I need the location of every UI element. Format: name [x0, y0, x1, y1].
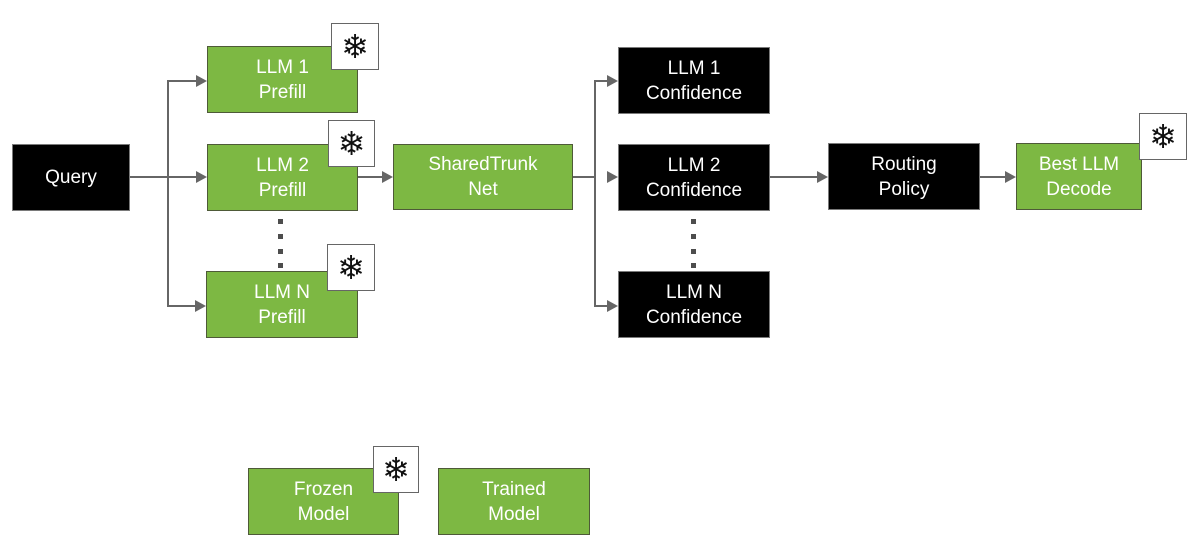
ellipsis-dot [278, 263, 283, 268]
ellipsis-dot [691, 219, 696, 224]
llm1-prefill-label-line1: LLM 1 [256, 56, 309, 78]
legend-trained-label-line2: Model [488, 503, 540, 525]
ellipsis-dot [691, 234, 696, 239]
ellipsis-dot [278, 234, 283, 239]
ellipsis-dot [278, 249, 283, 254]
llmN-prefill-label-line1: LLM N [254, 281, 310, 303]
legend-trained-model: Trained Model [438, 468, 590, 535]
arrowhead-to-llm1-prefill [196, 75, 207, 87]
snowflake-glyph: ❄ [341, 28, 369, 65]
legend-frozen-label-line2: Model [297, 503, 350, 525]
shared-trunk-net-node: SharedTrunk Net [393, 144, 573, 210]
ellipsis-dot [278, 219, 283, 224]
connector-right-trunk [594, 80, 596, 307]
snowflake-icon-legend-frozen: ❄ [373, 446, 419, 493]
llm1-confidence-label-line1: LLM 1 [667, 57, 721, 79]
connector-left-branch-bottom [167, 305, 196, 307]
llm2-confidence-node: LLM 2 Confidence [618, 144, 770, 211]
arrowhead-to-llm2-prefill [196, 171, 207, 183]
llm2-prefill-label-line1: LLM 2 [256, 154, 309, 176]
routing-policy-label-line2: Policy [878, 178, 930, 200]
connector-left-branch-top [167, 80, 196, 82]
legend-frozen-label-line1: Frozen [293, 478, 354, 500]
arrowhead-to-routing-policy [817, 171, 828, 183]
legend-frozen-model: Frozen Model [248, 468, 399, 535]
best-llm-decode-label-line1: Best LLM [1038, 153, 1120, 175]
connector-right-branch-top [594, 80, 607, 82]
llmN-confidence-label-line2: Confidence [645, 306, 743, 328]
llm1-confidence-label-line2: Confidence [645, 82, 743, 104]
best-llm-decode-node: Best LLM Decode [1016, 143, 1142, 210]
llm2-confidence-label-line1: LLM 2 [667, 154, 721, 176]
llm2-prefill-label-line2: Prefill [258, 179, 307, 201]
connector-prefill-to-trunknet [358, 176, 382, 178]
query-node: Query [12, 144, 130, 211]
shared-trunk-label-line1: SharedTrunk [428, 154, 538, 175]
snowflake-icon-best-llm-decode: ❄ [1139, 113, 1187, 160]
query-label: Query [45, 167, 97, 188]
arrowhead-to-best-llm-decode [1005, 171, 1016, 183]
connector-routing-to-decode [980, 176, 1005, 178]
connector-confidence-to-routing [770, 176, 817, 178]
snowflake-icon-llm2-prefill: ❄ [328, 120, 375, 167]
best-llm-decode-label-line2: Decode [1046, 178, 1112, 200]
connector-trunknet-out [573, 176, 596, 178]
snowflake-icon-llm1-prefill: ❄ [331, 23, 379, 70]
legend-trained-label-line1: Trained [482, 478, 546, 500]
llm2-confidence-label-line2: Confidence [645, 179, 743, 201]
llm1-confidence-node: LLM 1 Confidence [618, 47, 770, 114]
arrowhead-to-llm2-confidence [607, 171, 618, 183]
connector-right-branch-bottom [594, 305, 607, 307]
connector-query-out [130, 176, 196, 178]
arrowhead-to-llmN-prefill [195, 300, 206, 312]
llmN-prefill-label-line2: Prefill [258, 306, 306, 328]
arrowhead-to-llm1-confidence [607, 75, 618, 87]
snowflake-glyph: ❄ [1149, 118, 1177, 155]
snowflake-glyph: ❄ [337, 249, 365, 286]
shared-trunk-label-line2: Net [468, 179, 498, 200]
routing-policy-node: Routing Policy [828, 143, 980, 210]
arrowhead-to-trunknet [382, 171, 393, 183]
ellipsis-dot [691, 263, 696, 268]
llmN-confidence-node: LLM N Confidence [618, 271, 770, 338]
arrowhead-to-llmN-confidence [607, 300, 618, 312]
snowflake-icon-llmN-prefill: ❄ [327, 244, 375, 291]
routing-policy-label-line1: Routing [871, 153, 937, 175]
connector-left-trunk [167, 80, 169, 307]
snowflake-glyph: ❄ [382, 451, 410, 488]
llmN-confidence-label-line1: LLM N [666, 281, 722, 303]
ellipsis-dot [691, 249, 696, 254]
llm1-prefill-label-line2: Prefill [258, 81, 307, 103]
snowflake-glyph: ❄ [337, 125, 366, 162]
